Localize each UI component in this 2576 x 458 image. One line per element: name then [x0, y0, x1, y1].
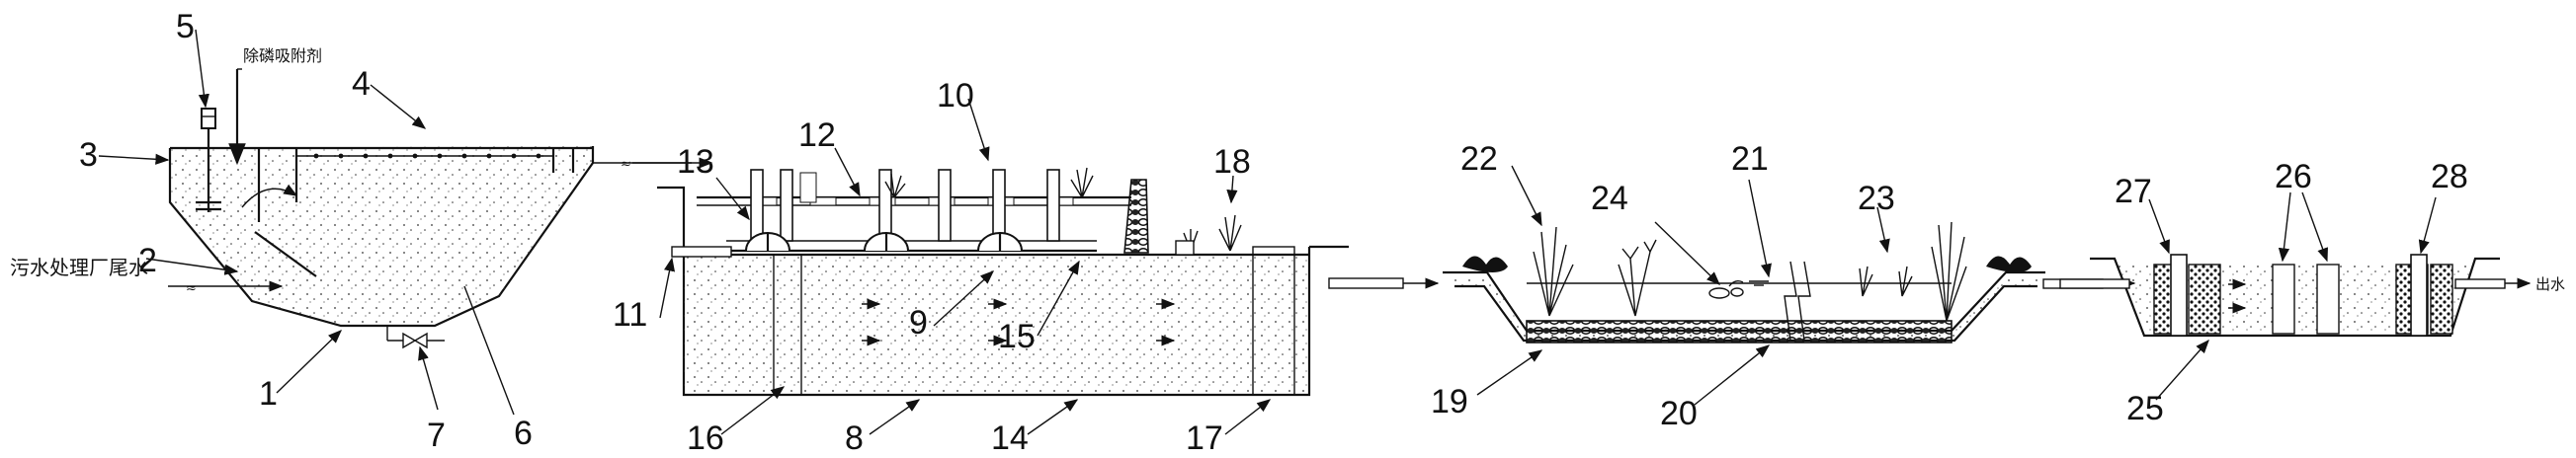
floating-bed-slats	[750, 196, 1074, 206]
label-24: 24	[1591, 180, 1628, 217]
label-2: 2	[138, 242, 157, 279]
label-18: 18	[1213, 143, 1251, 181]
label-15: 15	[998, 318, 1036, 355]
label-1: 1	[259, 375, 278, 413]
svg-text:≈: ≈	[621, 157, 631, 172]
wetland-plants	[1462, 221, 2032, 322]
flow-arrows	[862, 298, 1176, 346]
label-13: 13	[677, 143, 714, 181]
label-20: 20	[1660, 395, 1698, 432]
label-9: 9	[909, 304, 928, 342]
label-25: 25	[2126, 390, 2164, 427]
label-22: 22	[1460, 140, 1498, 178]
label-6: 6	[514, 415, 533, 452]
filter-barrier-tank: 出水 27 26 28 25	[2059, 158, 2565, 427]
additive-label: 除磷吸附剂	[243, 46, 322, 65]
label-8: 8	[845, 420, 864, 457]
label-23: 23	[1858, 180, 1895, 217]
label-3: 3	[79, 136, 98, 174]
label-16: 16	[687, 420, 724, 457]
label-14: 14	[991, 420, 1029, 457]
label-5: 5	[176, 8, 195, 45]
label-21: 21	[1731, 140, 1769, 178]
influent-label: 污水处理厂尾水	[10, 256, 148, 279]
label-19: 19	[1431, 383, 1468, 420]
label-28: 28	[2431, 158, 2468, 195]
label-17: 17	[1186, 420, 1223, 457]
surface-wetland: 22 24 21 23 19 20	[1431, 140, 2136, 432]
label-11: 11	[613, 296, 647, 334]
label-7: 7	[427, 417, 446, 454]
label-10: 10	[937, 77, 974, 114]
label-12: 12	[798, 116, 836, 154]
label-26: 26	[2275, 158, 2312, 195]
settling-tank: ≈ ≈ 5 除磷吸附剂 3 4 2 污水处理厂尾水 6 1 7	[10, 8, 713, 454]
label-27: 27	[2115, 173, 2152, 210]
wetland-tank: 13 12 10 18 11 9 15 16 8 14 17	[613, 77, 1440, 457]
label-4: 4	[352, 65, 371, 103]
diffuser-domes	[745, 232, 1023, 252]
svg-text:≈: ≈	[186, 281, 197, 296]
sludge-valve	[386, 326, 445, 349]
collection-weir-dots	[313, 153, 541, 159]
effluent-label: 出水	[2535, 275, 2565, 293]
mixer	[196, 108, 221, 212]
